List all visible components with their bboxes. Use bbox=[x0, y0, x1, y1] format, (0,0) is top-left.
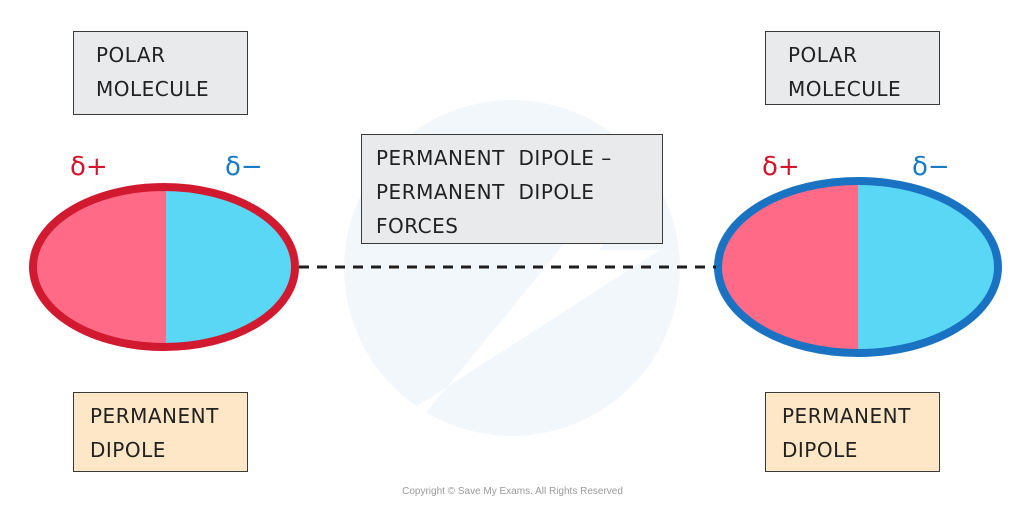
left-partial-positive-charge: δ+ bbox=[70, 152, 108, 182]
dipole-label-right-line1: PERMANENT bbox=[782, 404, 911, 428]
right-negative-half bbox=[858, 181, 998, 353]
polar-molecule-label-left: POLAR MOLECULE bbox=[73, 31, 248, 115]
right-positive-half bbox=[718, 181, 858, 353]
polar-molecule-label-right: POLAR MOLECULE bbox=[765, 31, 940, 105]
right-molecule bbox=[714, 177, 1002, 357]
left-molecule bbox=[29, 183, 299, 351]
permanent-dipole-label-left: PERMANENT DIPOLE bbox=[73, 392, 248, 472]
force-type-label: PERMANENT DIPOLE – PERMANENT DIPOLE FORC… bbox=[361, 134, 663, 244]
dipole-label-right-line2: DIPOLE bbox=[782, 438, 858, 462]
left-positive-half bbox=[33, 187, 166, 347]
left-negative-half bbox=[166, 187, 295, 347]
force-label-line1: PERMANENT DIPOLE – bbox=[376, 146, 612, 170]
right-partial-positive-charge: δ+ bbox=[762, 152, 800, 182]
polar-label-left-line1: POLAR bbox=[96, 43, 166, 67]
polar-label-right-line1: POLAR bbox=[788, 43, 858, 67]
force-label-line2: PERMANENT DIPOLE bbox=[376, 180, 595, 204]
copyright-notice: Copyright © Save My Exams. All Rights Re… bbox=[402, 486, 623, 497]
right-molecule-outline bbox=[714, 177, 1002, 357]
dipole-label-left-line1: PERMANENT bbox=[90, 404, 219, 428]
permanent-dipole-label-right: PERMANENT DIPOLE bbox=[765, 392, 940, 472]
force-label-line3: FORCES bbox=[376, 214, 459, 238]
polar-label-right-line2: MOLECULE bbox=[788, 77, 902, 101]
left-partial-negative-charge: δ− bbox=[225, 152, 263, 182]
right-partial-negative-charge: δ− bbox=[912, 152, 950, 182]
polar-label-left-line2: MOLECULE bbox=[96, 77, 210, 101]
dipole-label-left-line2: DIPOLE bbox=[90, 438, 166, 462]
left-molecule-outline bbox=[29, 183, 299, 351]
